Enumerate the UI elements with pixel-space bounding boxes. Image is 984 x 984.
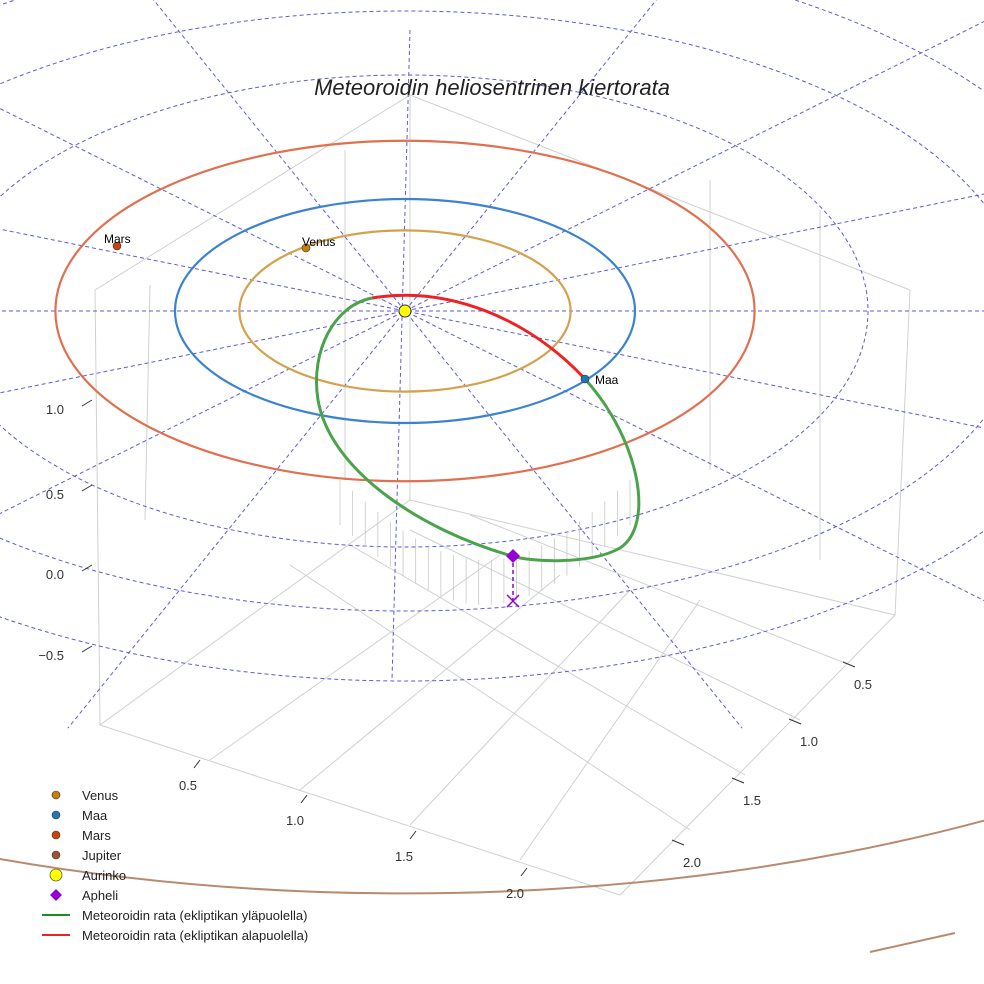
polar-ring [0, 0, 984, 682]
y-tick-label: 1.0 [800, 734, 818, 749]
y-tick [731, 777, 745, 784]
polar-grid [0, 0, 984, 729]
orbit-mars [54, 139, 756, 483]
polar-spoke [67, 0, 657, 729]
orbit-venus [238, 229, 572, 393]
orbit-maa [173, 197, 637, 425]
orbit-jupiter [0, 819, 984, 895]
polar-spoke [153, 0, 743, 729]
y-tick [788, 718, 802, 725]
polar-spoke [0, 193, 984, 394]
y-tick-label: 2.0 [683, 855, 701, 870]
legend-swatch [51, 850, 61, 860]
planet-venus [301, 243, 311, 253]
chart-title: Meteoroidin heliosentrinen kiertorata [314, 75, 670, 100]
legend-label: Mars [82, 828, 111, 843]
legend-label: Meteoroidin rata (ekliptikan yläpuolella… [82, 908, 307, 923]
z-tick-label: 0.0 [46, 567, 64, 582]
x-tick-label: 2.0 [506, 886, 524, 901]
x-tick [300, 794, 308, 804]
planet-orbits [0, 139, 984, 953]
legend: VenusMaaMarsJupiterAurinkoApheliMeteoroi… [42, 788, 308, 943]
legend-label: Jupiter [82, 848, 122, 863]
legend-label: Aurinko [82, 868, 126, 883]
z-tick-label: −0.5 [38, 648, 64, 663]
y-tick [842, 661, 856, 668]
planet-maa [580, 374, 590, 384]
axis-ticks: 1.0 0.5 0.0 −0.5 0.5 1.0 1.5 2.0 0.5 1.0 1.5 2.0 [38, 399, 872, 901]
apheli-marker [506, 549, 520, 563]
z-tick [81, 564, 93, 572]
z-tick-label: 1.0 [46, 402, 64, 417]
legend-swatch [49, 868, 63, 882]
legend-label: Apheli [82, 888, 118, 903]
meteoroid-orbit-below [371, 293, 587, 381]
y-tick-label: 1.5 [743, 793, 761, 808]
x-tick [409, 830, 417, 840]
axes-box [94, 94, 911, 896]
projection-lines [339, 480, 631, 605]
label-venus: Venus [302, 235, 335, 249]
sun-marker [398, 304, 412, 318]
z-tick [81, 484, 93, 492]
z-tick-label: 0.5 [46, 487, 64, 502]
y-tick [671, 839, 685, 846]
legend-label: Meteoroidin rata (ekliptikan alapuolella… [82, 928, 308, 943]
legend-label: Venus [82, 788, 119, 803]
x-tick-label: 1.5 [395, 849, 413, 864]
legend-label: Maa [82, 808, 108, 823]
label-mars: Mars [104, 232, 131, 246]
meteoroid-orbit-above [315, 296, 641, 563]
z-tick [81, 399, 93, 407]
y-tick-label: 0.5 [854, 677, 872, 692]
planet-mars [112, 241, 122, 251]
z-tick [81, 645, 93, 653]
x-tick-label: 0.5 [179, 778, 197, 793]
x-tick [193, 759, 201, 769]
polar-spoke [0, 107, 984, 602]
polar-ring [0, 10, 984, 612]
orbit-jupiter-arc [869, 932, 956, 953]
legend-swatch [51, 810, 61, 820]
apheli-projection-marker [506, 594, 520, 608]
legend-swatch [51, 830, 61, 840]
legend-swatch [51, 790, 61, 800]
label-maa: Maa [595, 373, 619, 387]
x-tick-label: 1.0 [286, 813, 304, 828]
x-tick [520, 867, 528, 877]
polar-ring [0, 74, 869, 548]
legend-swatch [50, 889, 62, 901]
polar-spoke [391, 29, 411, 681]
